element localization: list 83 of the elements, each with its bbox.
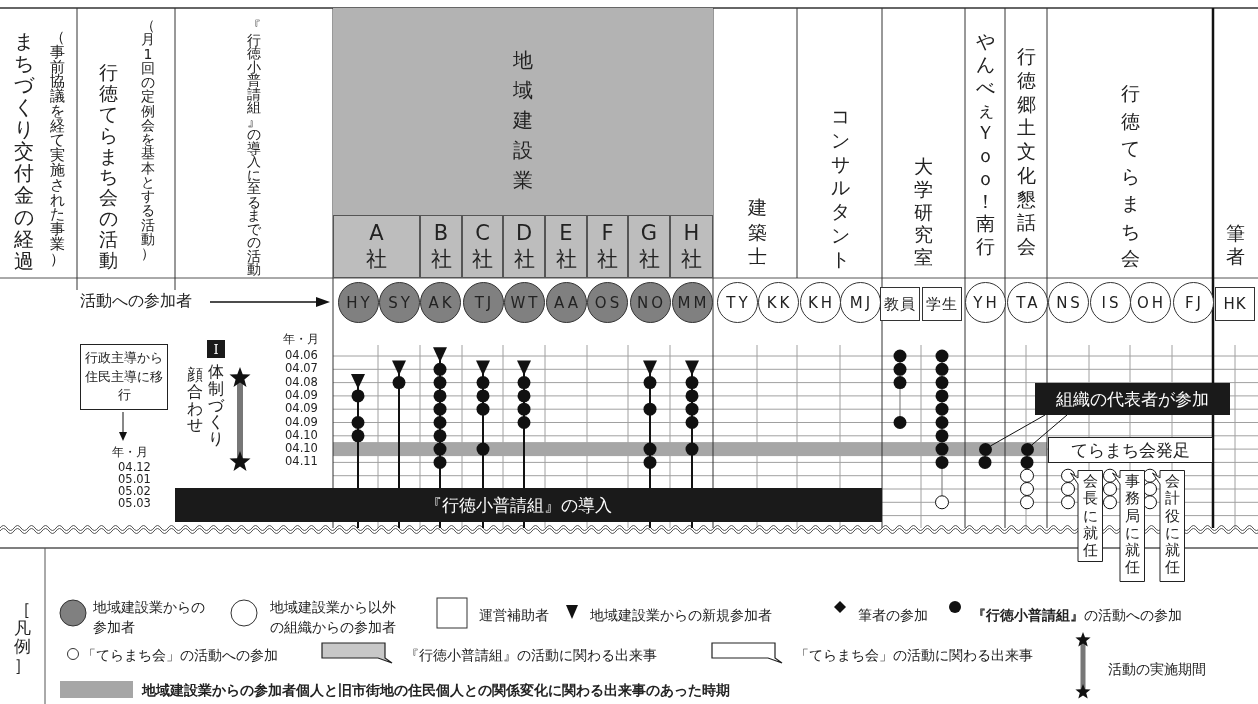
- participant-circle: FJ: [1172, 282, 1214, 323]
- column-header: 筆者: [1225, 222, 1245, 268]
- subheader-cell: D社: [503, 215, 545, 278]
- column-header: 建築士: [747, 195, 767, 270]
- column-header: （月1回の定例会を基本とする活動）: [140, 18, 156, 261]
- activity-label: 体制づくり: [207, 364, 225, 448]
- date-label: 04.09: [285, 402, 318, 415]
- participant-circle: MM: [671, 282, 713, 323]
- column-header: 『行徳小普請組』の導入に至るまでの活動: [246, 20, 262, 277]
- subheader-cell: F社: [587, 215, 628, 278]
- event-box: 行政主導から住民主導に移行: [80, 344, 168, 410]
- column-header: （事前協議を経て実施された事業）: [49, 30, 65, 267]
- participant-circle: TA: [1006, 282, 1048, 323]
- participant-circle: KK: [757, 282, 799, 323]
- column-header: やんべぇＹｏｏ！南行: [975, 30, 995, 258]
- activity-label: 顔合わせ: [186, 367, 204, 435]
- date-label: 05.02: [118, 485, 151, 498]
- column-header: コンサルタント: [830, 105, 850, 272]
- legend-text: 運営補助者: [479, 606, 549, 625]
- legend-title: ［凡例］: [13, 600, 31, 675]
- legend-text: 地域建設業からの新規参加者: [590, 606, 772, 625]
- event-box: I: [207, 340, 225, 358]
- column-header: 行徳てらまち会の活動: [98, 62, 118, 271]
- column-header: 行徳郷土文化懇話会: [1016, 45, 1036, 259]
- axis-title: 年・月: [283, 333, 319, 347]
- subheader-cell: C社: [462, 215, 503, 278]
- callout-box: 会計役に就任: [1152, 470, 1185, 582]
- participant-circle: AA: [545, 282, 587, 323]
- subheader-cell: E社: [545, 215, 587, 278]
- participant-circle: WT: [503, 282, 545, 323]
- column-header: まちづくり交付金の経過: [13, 30, 35, 272]
- subheader-cell: H社: [670, 215, 713, 278]
- participant-circle: OS: [586, 282, 628, 323]
- participant-circle: NO: [629, 282, 671, 323]
- date-label: 05.03: [118, 497, 151, 510]
- participant-circle: IS: [1089, 282, 1131, 323]
- callout-box: 会長に就任: [1070, 470, 1103, 562]
- date-label: 04.09: [285, 415, 318, 429]
- date-label: 04.07: [285, 362, 318, 375]
- legend-text: 地域建設業からの参加者個人と旧市街地の住民個人との関係変化に関わる出来事のあった時期: [142, 681, 730, 700]
- participant-circle: KH: [799, 282, 841, 323]
- participant-circle: TJ: [462, 282, 504, 323]
- participant-box: 学生: [922, 287, 962, 321]
- participant-circle: HY: [337, 282, 379, 323]
- column-header: 行徳てらまち会: [1120, 81, 1140, 272]
- legend-text: 『行徳小普請組』の活動への参加: [972, 606, 1182, 625]
- participant-circle: MJ: [839, 282, 881, 323]
- event-box: てらまち会発足: [1048, 437, 1213, 463]
- participant-circle: AK: [419, 282, 461, 323]
- legend-text: 『行徳小普請組』の活動に関わる出来事: [405, 646, 657, 665]
- event-box: 組織の代表者が参加: [1035, 383, 1230, 415]
- date-label: 04.11: [285, 455, 318, 469]
- legend-text: 「てらまち会」の活動への参加: [82, 646, 278, 665]
- participant-box: HK: [1215, 287, 1255, 321]
- date-label: 04.10: [285, 442, 318, 455]
- participant-circle: TY: [716, 282, 758, 323]
- legend-text: 「てらまち会」の活動に関わる出来事: [795, 646, 1033, 665]
- subheader-cell: B社: [420, 215, 462, 278]
- column-header: 大学研究室: [913, 155, 933, 269]
- column-header: 地域建設業: [512, 47, 534, 194]
- legend-text: 地域建設業から以外の組織からの参加者: [270, 598, 397, 637]
- event-bar: 『行徳小普請組』の導入: [175, 488, 882, 522]
- participant-box: 教員: [880, 287, 920, 321]
- participant-circle: SY: [378, 282, 420, 323]
- date-label: 04.10: [285, 428, 318, 442]
- date-label: 04.08: [285, 375, 318, 389]
- legend-text: 筆者の参加: [858, 606, 928, 625]
- date-label: 04.09: [285, 388, 318, 402]
- participant-circle: NS: [1047, 282, 1089, 323]
- date-label: 04.06: [285, 349, 318, 362]
- legend-text: 活動の実施期間: [1108, 660, 1206, 679]
- row-label: 活動への参加者: [80, 292, 192, 310]
- axis-title: 年・月: [112, 446, 148, 460]
- participant-circle: OH: [1129, 282, 1171, 323]
- subheader-cell: A社: [333, 215, 420, 278]
- date-label: 04.12: [118, 461, 151, 474]
- date-label: 05.01: [118, 473, 151, 486]
- subheader-cell: G社: [628, 215, 670, 278]
- callout-box: 事務局に就任: [1112, 470, 1145, 582]
- legend-text: 地域建設業からの参加者: [93, 598, 206, 637]
- leader-line: [1031, 414, 1068, 446]
- participant-circle: YH: [964, 282, 1006, 323]
- leader-line: [990, 414, 1046, 447]
